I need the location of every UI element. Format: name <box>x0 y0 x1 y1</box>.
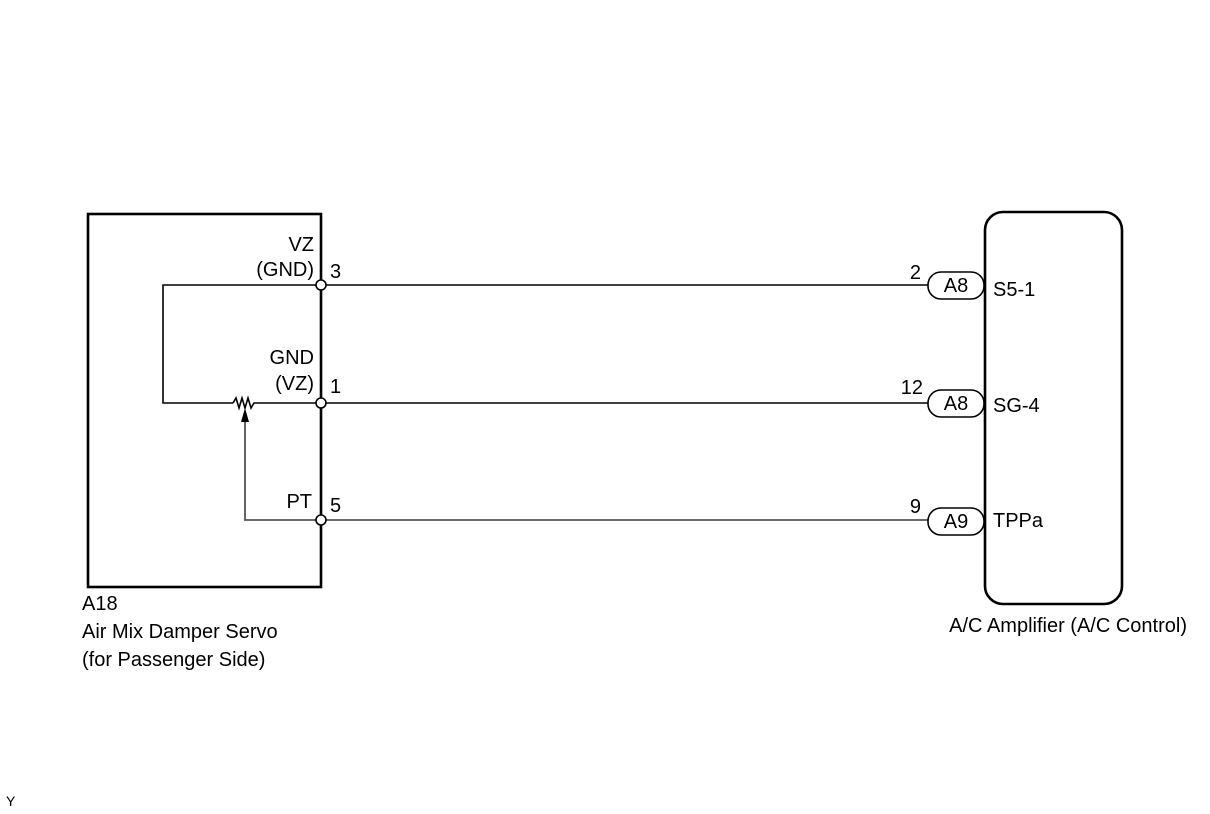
corner-mark: Y <box>6 793 16 809</box>
pin-number-3: 3 <box>330 261 341 283</box>
potentiometer-loop-wire <box>162 284 321 404</box>
pin-node-5 <box>315 514 327 526</box>
pin-label-vz: VZ <box>288 234 314 256</box>
pin-node-3 <box>315 279 327 291</box>
pin-label-gnd: GND <box>270 347 314 369</box>
signal-tppa: TPPa <box>993 510 1044 532</box>
connector-label-a9-pin9: A9 <box>944 511 968 533</box>
servo-name: Air Mix Damper Servo <box>82 621 278 643</box>
amp-pin-number-9: 9 <box>910 496 921 518</box>
amplifier-box <box>983 210 1124 606</box>
amp-pin-number-2: 2 <box>910 262 921 284</box>
connector-a8-pin2 <box>927 271 985 300</box>
amp-pin-number-12: 12 <box>901 377 923 399</box>
connector-a9-pin9 <box>927 507 985 536</box>
pin-number-1: 1 <box>330 376 341 398</box>
connector-label-a8-pin12: A8 <box>944 393 968 415</box>
pin-label-pt: PT <box>286 491 312 513</box>
connector-label-a8-pin2: A8 <box>944 275 968 297</box>
signal-s5-1: S5-1 <box>993 279 1035 301</box>
wiper-arrow-icon <box>241 408 249 422</box>
potentiometer-wiper-wire <box>244 420 321 521</box>
pin-label-gnd-alt: (VZ) <box>275 373 314 395</box>
signal-sg-4: SG-4 <box>993 395 1040 417</box>
connector-a8-pin12 <box>927 389 985 418</box>
servo-code: A18 <box>82 593 118 615</box>
pin-label-vz-alt: (GND) <box>256 259 314 281</box>
amplifier-name: A/C Amplifier (A/C Control) <box>949 615 1187 637</box>
pin-node-1 <box>315 397 327 409</box>
potentiometer-resistor <box>232 395 321 411</box>
pin-number-5: 5 <box>330 495 341 517</box>
servo-side-note: (for Passenger Side) <box>82 649 265 671</box>
